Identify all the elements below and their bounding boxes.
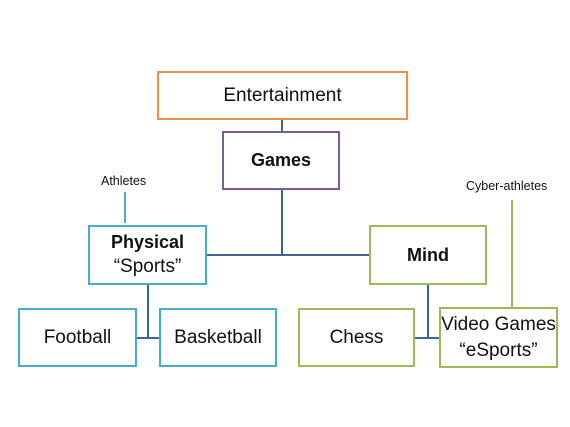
- node-video-games-sublabel: “eSports”: [459, 339, 538, 361]
- node-physical-label: Physical: [110, 232, 185, 253]
- node-mind: Mind: [369, 225, 487, 285]
- node-basketball-label: Basketball: [174, 326, 262, 348]
- node-physical: Physical “Sports”: [88, 225, 207, 285]
- node-physical-sublabel: “Sports”: [113, 256, 182, 278]
- node-football-label: Football: [43, 326, 112, 348]
- annotation-cyber-athletes: Cyber-athletes: [466, 179, 548, 193]
- node-entertainment: Entertainment: [157, 71, 408, 120]
- node-chess-label: Chess: [329, 326, 384, 348]
- node-chess: Chess: [298, 308, 415, 367]
- node-mind-label: Mind: [407, 244, 449, 265]
- node-video-games: Video Games “eSports”: [439, 307, 558, 368]
- node-football: Football: [18, 308, 137, 367]
- node-basketball: Basketball: [159, 308, 277, 367]
- node-video-games-label: Video Games: [441, 313, 556, 335]
- node-entertainment-label: Entertainment: [223, 84, 342, 106]
- node-games-label: Games: [250, 150, 312, 171]
- annotation-athletes: Athletes: [101, 174, 147, 188]
- node-games: Games: [222, 131, 340, 190]
